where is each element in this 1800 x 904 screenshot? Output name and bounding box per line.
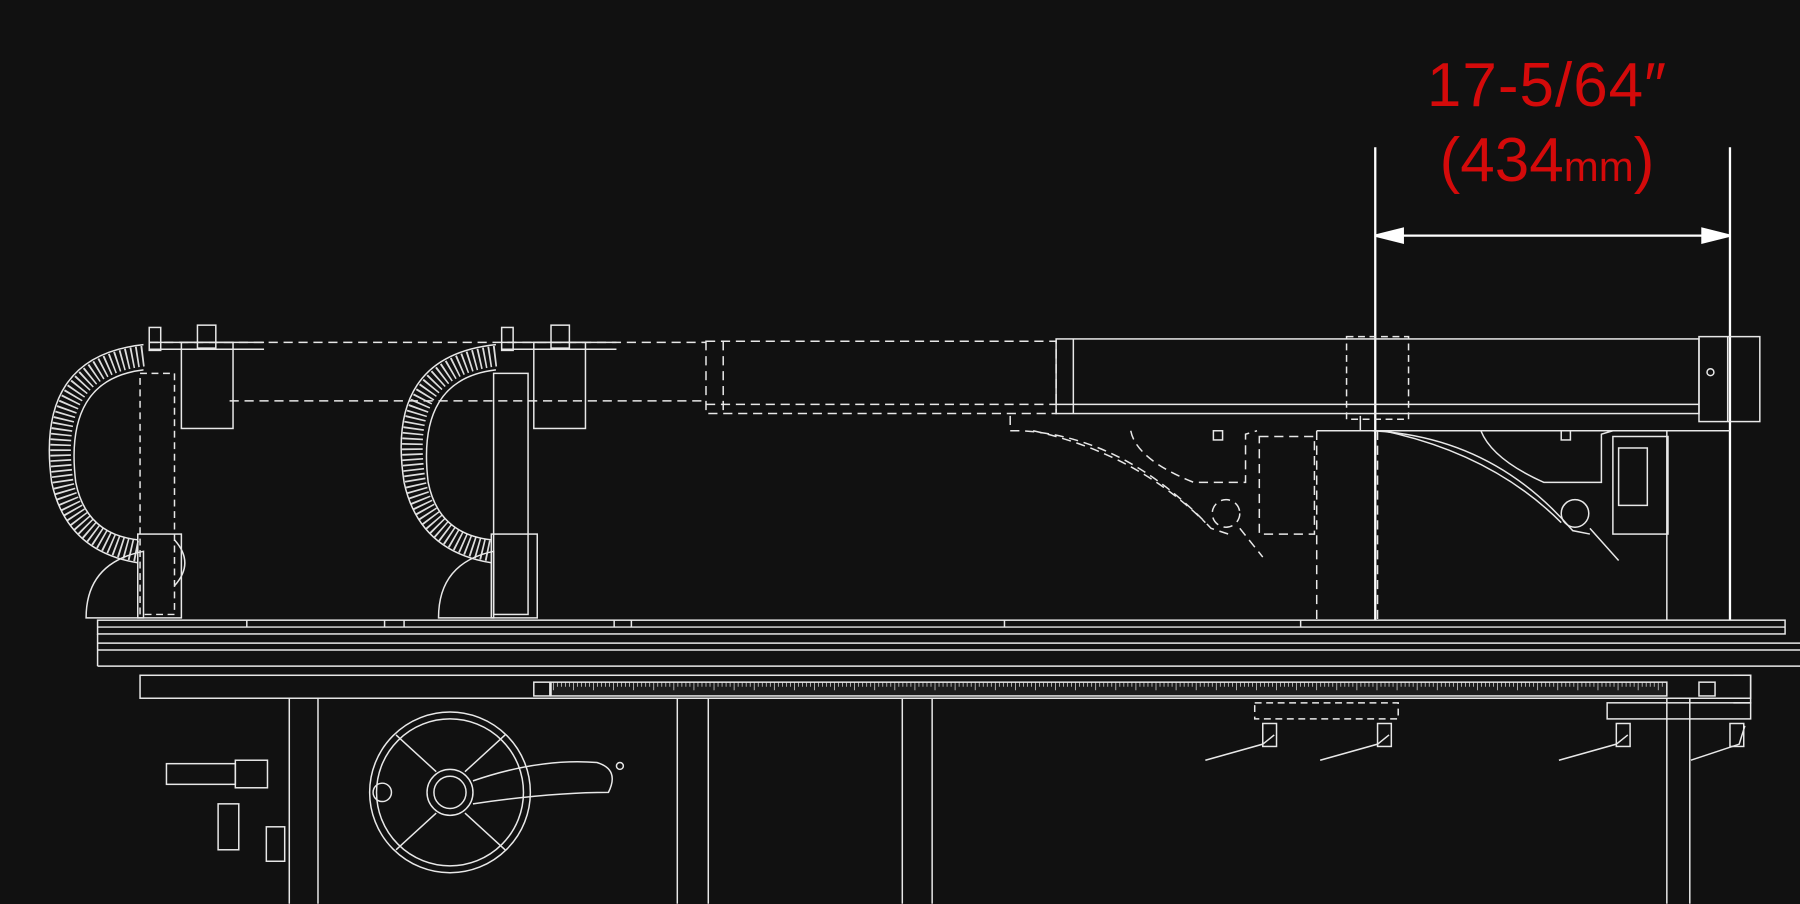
- blade-guard-retracted: [48, 324, 265, 619]
- saw-legs: [217, 698, 1691, 904]
- arrow-right-icon: [1701, 227, 1731, 244]
- fence-clamps: [1205, 702, 1752, 761]
- blade-guard-extended: [400, 324, 617, 619]
- paren-open: (: [1439, 126, 1461, 195]
- handwheel: [165, 711, 625, 874]
- metric-unit: mm: [1563, 143, 1634, 190]
- paren-close: ): [1633, 126, 1655, 195]
- extension-tube: [149, 335, 1761, 423]
- dimension-metric-label: (434mm): [1337, 125, 1757, 196]
- table-top: [96, 619, 1800, 667]
- support-arm-extended: [1212, 415, 1730, 621]
- fence-rail: [139, 674, 1752, 704]
- ruler-scale: [552, 682, 1663, 691]
- arrow-left-icon: [1374, 227, 1404, 244]
- metric-value: 434: [1460, 126, 1564, 195]
- support-arm-retracted: [1009, 415, 1379, 621]
- dimension-lines: [1374, 147, 1732, 621]
- dimension-imperial-label: 17-5/64″: [1426, 51, 1668, 120]
